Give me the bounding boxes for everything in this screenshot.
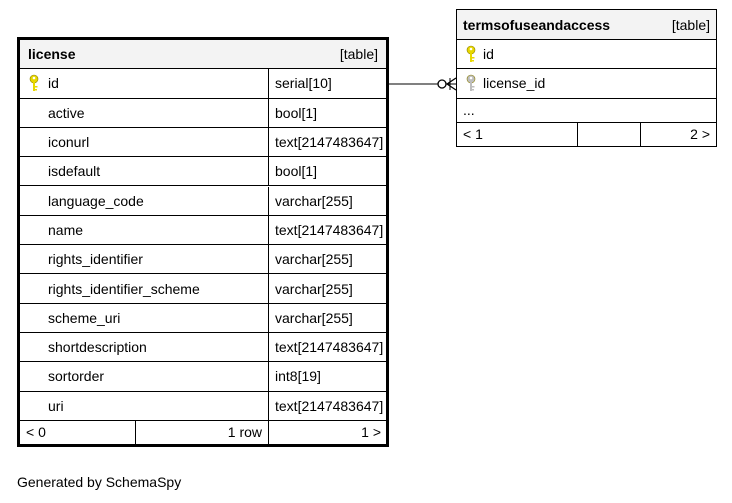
termsofuseandaccess-table[interactable]: termsofuseandaccess [table] id license_id..…	[456, 9, 717, 147]
zero-cardinality-marker	[437, 79, 447, 89]
column-type: text[2147483647]	[275, 134, 384, 151]
column-name: isdefault	[48, 163, 101, 180]
more-columns-row: ...	[457, 99, 716, 123]
children-count[interactable]: 1 >	[361, 424, 381, 441]
license-table-header: license [table]	[20, 40, 386, 70]
column-type: bool[1]	[275, 163, 318, 180]
parents-count[interactable]: < 0	[26, 424, 46, 441]
column-name: language_code	[48, 192, 144, 209]
column-row-id[interactable]: id serial[10]	[20, 69, 386, 99]
column-name: shortdescription	[48, 339, 147, 356]
parents-count[interactable]: < 1	[463, 126, 483, 143]
column-row-uri[interactable]: uri text[2147483647]	[20, 391, 386, 421]
table-title: license	[28, 46, 76, 63]
column-type: varchar[255]	[275, 192, 353, 209]
column-name: uri	[48, 397, 64, 414]
column-type: varchar[255]	[275, 309, 353, 326]
column-type: text[2147483647]	[275, 221, 384, 238]
column-name: rights_identifier	[48, 251, 143, 268]
column-name: license_id	[483, 75, 546, 92]
column-row-iconurl[interactable]: iconurl text[2147483647]	[20, 127, 386, 158]
column-name: sortorder	[48, 368, 105, 385]
primary-key-icon	[28, 74, 40, 92]
column-row-language_code[interactable]: language_code varchar[255]	[20, 186, 386, 216]
table-kind-label: [table]	[339, 46, 378, 63]
column-row-name[interactable]: name text[2147483647]	[20, 215, 386, 246]
column-row-isdefault[interactable]: isdefault bool[1]	[20, 157, 386, 187]
column-name: id	[48, 75, 59, 92]
table-title: termsofuseandaccess	[463, 16, 611, 33]
column-type: varchar[255]	[275, 251, 353, 268]
foreign-key-icon	[465, 74, 477, 92]
column-name: iconurl	[48, 134, 90, 151]
column-row-shortdescription[interactable]: shortdescription text[2147483647]	[20, 333, 386, 363]
column-row-rights_identifier_scheme[interactable]: rights_identifier_scheme varchar[255]	[20, 274, 386, 304]
table-kind-label: [table]	[671, 16, 710, 33]
column-name: scheme_uri	[48, 309, 121, 326]
column-type: varchar[255]	[275, 280, 353, 297]
ellipsis: ...	[463, 102, 475, 119]
generated-by-label: Generated by SchemaSpy	[17, 474, 182, 490]
row-count	[577, 123, 640, 146]
column-row-sortorder[interactable]: sortorder int8[19]	[20, 362, 386, 392]
license-table-footer: < 0 1 row 1 >	[20, 420, 386, 444]
column-name: name	[48, 221, 84, 238]
row-count: 1 row	[227, 424, 262, 441]
column-type: text[2147483647]	[275, 339, 384, 356]
column-name: active	[48, 104, 85, 121]
column-name: id	[483, 46, 494, 63]
column-row-id[interactable]: id	[457, 40, 716, 70]
terms-table-header: termsofuseandaccess [table]	[457, 10, 716, 40]
terms-table-footer: < 1 2 >	[457, 122, 716, 146]
column-row-rights_identifier[interactable]: rights_identifier varchar[255]	[20, 245, 386, 275]
column-type: bool[1]	[275, 104, 318, 121]
column-type: text[2147483647]	[275, 397, 384, 414]
column-type: serial[10]	[275, 75, 332, 92]
column-name: rights_identifier_scheme	[48, 280, 200, 297]
column-row-license_id[interactable]: license_id	[457, 69, 716, 99]
column-type: int8[19]	[275, 368, 321, 385]
primary-key-icon	[465, 45, 477, 63]
children-count[interactable]: 2 >	[690, 126, 710, 143]
column-row-scheme_uri[interactable]: scheme_uri varchar[255]	[20, 303, 386, 333]
crows-foot-marker	[446, 77, 457, 85]
column-row-active[interactable]: active bool[1]	[20, 98, 386, 128]
